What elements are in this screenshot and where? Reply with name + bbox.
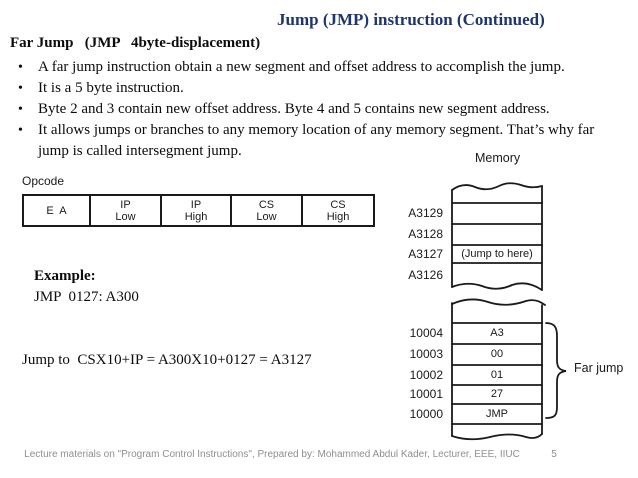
opcode-cell-text: E A: [46, 204, 67, 217]
page-number: 5: [551, 449, 557, 460]
memory-diagram-outline: [451, 182, 567, 441]
bullet-item-2: It is a 5 byte instruction.: [10, 78, 622, 99]
opcode-cell-text: IP: [120, 198, 131, 211]
opcode-cell-text: High: [184, 210, 208, 223]
opcode-cell-cs-high: CS High: [303, 194, 375, 227]
memory-address-label: A3128: [408, 227, 443, 241]
memory-address-label: A3129: [408, 206, 443, 220]
memory-cell-value: 01: [490, 369, 504, 381]
slide-subtitle: Far Jump (JMP 4byte-displacement): [10, 35, 261, 51]
bullet-item-3: Byte 2 and 3 contain new offset address.…: [10, 99, 622, 120]
bullet-item-1: A far jump instruction obtain a new segm…: [10, 57, 622, 78]
opcode-cell-text: High: [326, 210, 350, 223]
far-jump-label: Far jump: [574, 361, 624, 375]
far-jump-brace: [545, 322, 567, 419]
opcode-cell-ip-high: IP High: [162, 194, 232, 227]
memory-address-label: 10001: [409, 387, 443, 401]
example-instruction: JMP 0127: A300: [34, 289, 139, 305]
memory-address-label: 10002: [409, 368, 443, 382]
opcode-cell-text: IP: [190, 198, 202, 211]
opcode-cell-ip-low: IP Low: [91, 194, 162, 227]
memory-diagram-title: Memory: [475, 151, 521, 165]
opcode-cell-text: CS: [330, 198, 346, 211]
opcode-cell-ea: E A: [22, 194, 91, 227]
memory-cell-value: (Jump to here): [461, 248, 533, 260]
opcode-cell-text: Low: [115, 210, 136, 223]
bullet-list: A far jump instruction obtain a new segm…: [10, 57, 622, 162]
opcode-cell-cs-low: CS Low: [232, 194, 303, 227]
memory-address-label: 10003: [409, 347, 443, 361]
memory-diagram: Memory: [400, 145, 638, 445]
opcode-label: Opcode: [22, 174, 65, 188]
slide-title: Jump (JMP) instruction (Continued): [277, 10, 545, 29]
memory-address-label: A3126: [408, 268, 443, 282]
opcode-format-table: E A IP Low IP High CS Low CS High: [22, 194, 375, 227]
opcode-cell-text: CS: [258, 198, 275, 211]
bullet-item-4: It allows jumps or branches to any memor…: [10, 120, 622, 162]
opcode-cell-text: Low: [256, 210, 277, 223]
memory-cell-value: 27: [490, 388, 504, 400]
example-heading: Example:: [34, 268, 96, 284]
memory-address-label: 10000: [409, 407, 443, 421]
memory-cell-value: 00: [490, 348, 504, 360]
memory-cell-value: JMP: [486, 408, 508, 420]
memory-cell-value: A3: [490, 327, 504, 339]
jump-address-calculation: Jump to CSX10+IP = A300X10+0127 = A3127: [22, 352, 312, 368]
memory-address-label: A3127: [408, 247, 443, 261]
footer-text: Lecture materials on "Program Control In…: [24, 449, 520, 460]
memory-address-label: 10004: [409, 326, 443, 340]
